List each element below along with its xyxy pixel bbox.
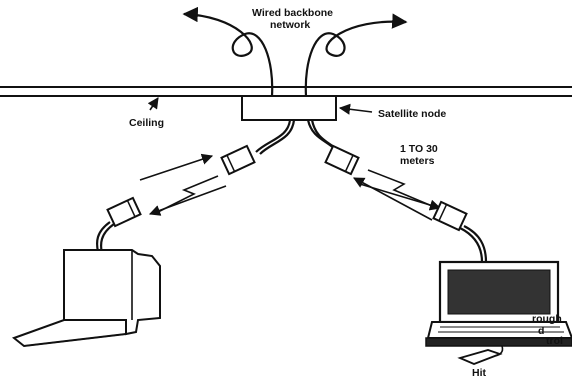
ceiling-label: Ceiling [129, 117, 164, 129]
distance-label-line2: meters [400, 155, 435, 167]
node-transceiver-left [222, 146, 255, 174]
mouse-label-fragment: Hit [472, 367, 487, 377]
node-transceiver-right [326, 146, 359, 174]
distance-label-line1: 1 TO 30 [400, 143, 438, 155]
laptop-transceiver [434, 202, 467, 230]
laptop-cable [460, 226, 486, 262]
laptop-label-fragment2: d [538, 325, 544, 337]
satellite-node-label: Satellite node [378, 108, 446, 120]
pc-transceiver [108, 198, 141, 226]
wireless-link-right [354, 170, 440, 220]
laptop-computer [426, 262, 572, 346]
wireless-link-left [140, 156, 226, 214]
wired-backbone-label-line1: Wired backbone [252, 7, 333, 19]
desktop-computer [14, 250, 160, 346]
wired-backbone-label-line2: network [270, 19, 310, 31]
laptop-label-fragment1: rough [532, 313, 562, 325]
laptop-label-fragment3: trol [546, 335, 563, 347]
satellite-node-box [242, 96, 336, 120]
mouse [460, 346, 503, 364]
ceiling-lines [0, 87, 572, 96]
node-cables [256, 120, 340, 154]
